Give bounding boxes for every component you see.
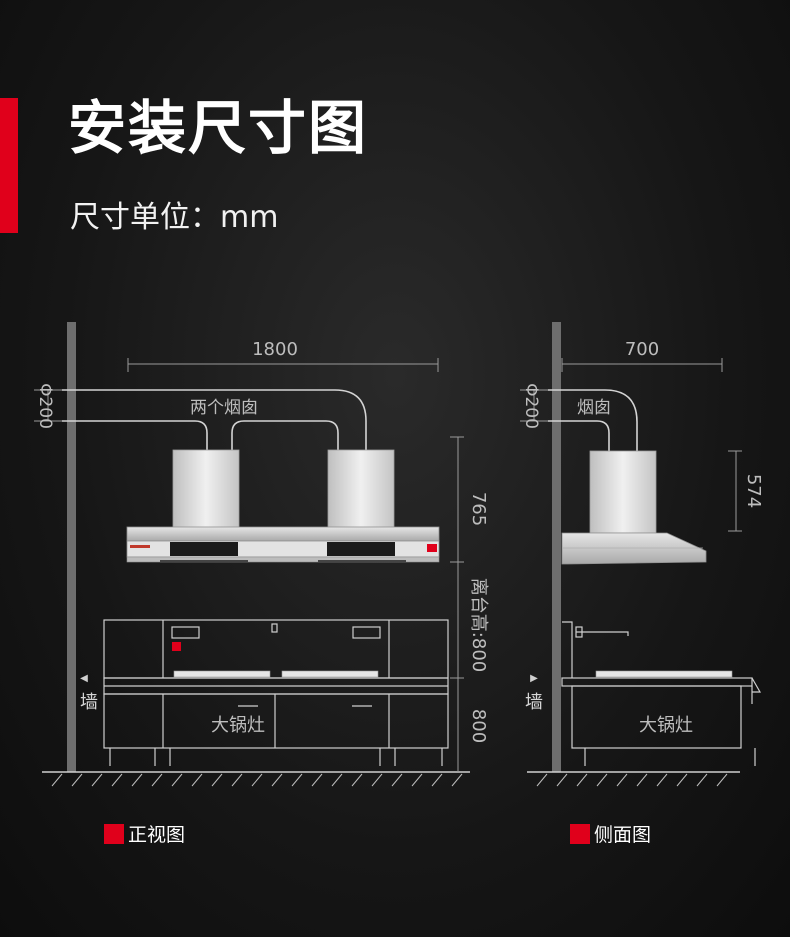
accent-bar	[0, 98, 18, 233]
front-stove-label: 大锅灶	[211, 715, 265, 736]
side-wall	[552, 322, 561, 772]
front-chimney-left	[172, 449, 240, 529]
side-wall-arrow: ▶	[530, 673, 538, 684]
side-stove	[561, 621, 762, 766]
front-stove	[103, 619, 449, 766]
front-hood	[126, 526, 440, 563]
legend-square-icon	[104, 823, 124, 844]
control-panel-left	[170, 542, 238, 556]
front-ducts	[62, 389, 367, 450]
side-hood	[561, 532, 707, 565]
side-duct-dia-label: Φ200	[521, 383, 541, 429]
stove-indicator	[172, 642, 181, 651]
brand-mark	[130, 545, 150, 548]
front-width-label: 1800	[252, 339, 298, 360]
side-view-legend: 侧面图	[570, 820, 651, 847]
front-view-legend: 正视图	[104, 820, 185, 847]
side-duct-diameter: Φ200	[520, 383, 548, 429]
side-width-label: 700	[625, 339, 659, 360]
side-duct	[548, 389, 638, 451]
wok-right	[281, 670, 379, 678]
front-wall-arrow: ◀	[80, 673, 88, 684]
front-chimney-right	[327, 449, 395, 529]
front-wall	[67, 322, 76, 772]
clearance-label: 离台高:800	[468, 578, 489, 672]
side-floor	[527, 771, 740, 787]
side-wall-label: 墙	[525, 692, 543, 713]
wok-left	[173, 670, 271, 678]
side-wok	[595, 670, 733, 678]
front-duct-dia-label: Φ200	[35, 383, 55, 429]
front-width-dimension: 1800	[127, 339, 439, 372]
front-duct-diameter: Φ200	[34, 383, 62, 429]
front-view: 1800 Φ200 两个烟囱	[34, 322, 489, 787]
page-title: 安装尺寸图	[68, 94, 369, 162]
front-height-dimensions: 765 离台高:800 800	[450, 436, 489, 772]
side-view-caption: 侧面图	[594, 824, 652, 846]
control-panel-right	[327, 542, 395, 556]
side-chimney-height-label: 574	[743, 474, 764, 508]
side-chimney	[589, 450, 657, 534]
side-duct-label: 烟囱	[577, 398, 611, 418]
hood-badge	[427, 544, 437, 552]
unit-subtitle: 尺寸单位：mm	[70, 200, 279, 235]
side-chimney-dimension: 574	[728, 450, 764, 532]
front-duct-label: 两个烟囱	[190, 398, 258, 418]
front-floor	[42, 771, 470, 787]
hood-height-label: 765	[468, 492, 489, 526]
front-view-caption: 正视图	[128, 824, 186, 846]
stove-height-label: 800	[468, 709, 489, 743]
side-stove-label: 大锅灶	[639, 715, 693, 736]
side-width-dimension: 700	[561, 339, 723, 372]
side-view: 700 Φ200 烟囱 574	[520, 322, 764, 787]
legend-square-icon	[570, 823, 590, 844]
front-wall-label: 墙	[80, 692, 98, 713]
